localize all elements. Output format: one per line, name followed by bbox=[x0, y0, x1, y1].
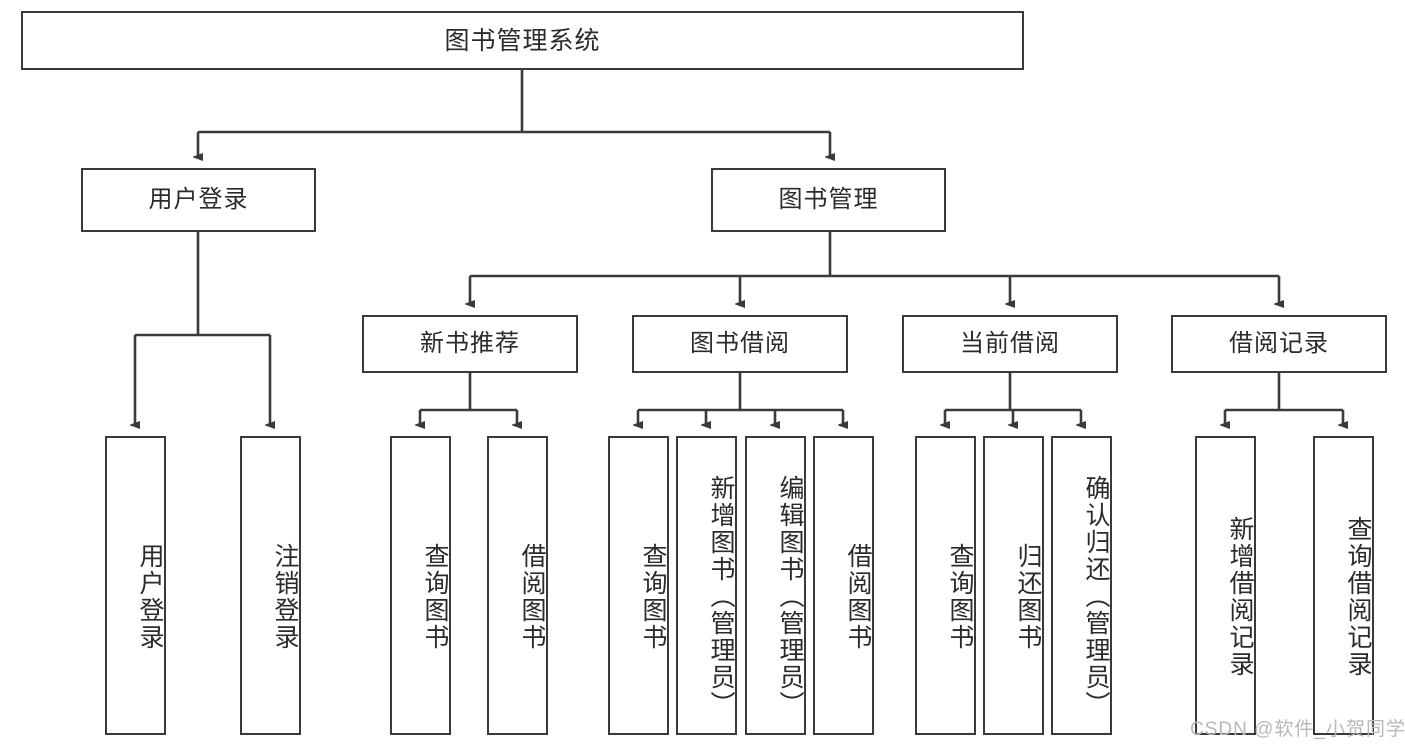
node-label: 新增图书（管理员） bbox=[707, 475, 735, 718]
node-leaf-return-book[interactable]: 归还图书 bbox=[983, 436, 1044, 735]
node-leaf-borrow-book-1[interactable]: 借阅图书 bbox=[487, 436, 548, 735]
node-label: 图书借阅 bbox=[690, 329, 790, 357]
node-label: 编辑图书（管理员） bbox=[776, 475, 804, 718]
node-label: 查询图书 bbox=[946, 542, 974, 651]
node-label: 查询借阅记录 bbox=[1344, 515, 1372, 678]
node-book-management[interactable]: 图书管理 bbox=[711, 168, 946, 232]
node-leaf-query-book-1[interactable]: 查询图书 bbox=[390, 436, 451, 735]
node-label: 注销登录 bbox=[271, 542, 299, 651]
node-borrow-record[interactable]: 借阅记录 bbox=[1171, 315, 1387, 373]
node-current-borrow[interactable]: 当前借阅 bbox=[902, 315, 1118, 373]
node-leaf-query-record[interactable]: 查询借阅记录 bbox=[1313, 436, 1374, 735]
node-new-book-recommend[interactable]: 新书推荐 bbox=[362, 315, 578, 373]
node-label: 图书管理系统 bbox=[444, 26, 601, 55]
node-label: 归还图书 bbox=[1014, 542, 1042, 651]
node-label: 借阅图书 bbox=[844, 542, 872, 651]
node-leaf-confirm-return[interactable]: 确认归还（管理员） bbox=[1051, 436, 1112, 735]
node-label: 图书管理 bbox=[778, 185, 879, 213]
node-label: 用户登录 bbox=[136, 542, 164, 651]
node-leaf-query-book-2[interactable]: 查询图书 bbox=[608, 436, 669, 735]
node-label: 借阅图书 bbox=[518, 542, 546, 651]
node-leaf-user-login[interactable]: 用户登录 bbox=[105, 436, 166, 735]
node-book-borrow[interactable]: 图书借阅 bbox=[632, 315, 848, 373]
csdn-watermark: CSDN @软件_小贺同学 bbox=[1190, 719, 1405, 740]
node-label: 查询图书 bbox=[639, 542, 667, 651]
node-user-login[interactable]: 用户登录 bbox=[81, 168, 316, 232]
node-label: 用户登录 bbox=[148, 185, 249, 213]
node-leaf-edit-book[interactable]: 编辑图书（管理员） bbox=[745, 436, 806, 735]
node-leaf-add-book[interactable]: 新增图书（管理员） bbox=[676, 436, 737, 735]
node-label: 新增借阅记录 bbox=[1226, 515, 1254, 678]
node-leaf-add-record[interactable]: 新增借阅记录 bbox=[1195, 436, 1256, 735]
node-root-system[interactable]: 图书管理系统 bbox=[21, 11, 1024, 70]
node-label: 确认归还（管理员） bbox=[1082, 475, 1110, 718]
node-label: 当前借阅 bbox=[960, 329, 1060, 357]
node-leaf-user-logout[interactable]: 注销登录 bbox=[240, 436, 301, 735]
node-label: 借阅记录 bbox=[1229, 329, 1329, 357]
node-label: 新书推荐 bbox=[420, 329, 520, 357]
node-leaf-borrow-book-2[interactable]: 借阅图书 bbox=[813, 436, 874, 735]
node-leaf-query-book-3[interactable]: 查询图书 bbox=[915, 436, 976, 735]
node-label: 查询图书 bbox=[421, 542, 449, 651]
